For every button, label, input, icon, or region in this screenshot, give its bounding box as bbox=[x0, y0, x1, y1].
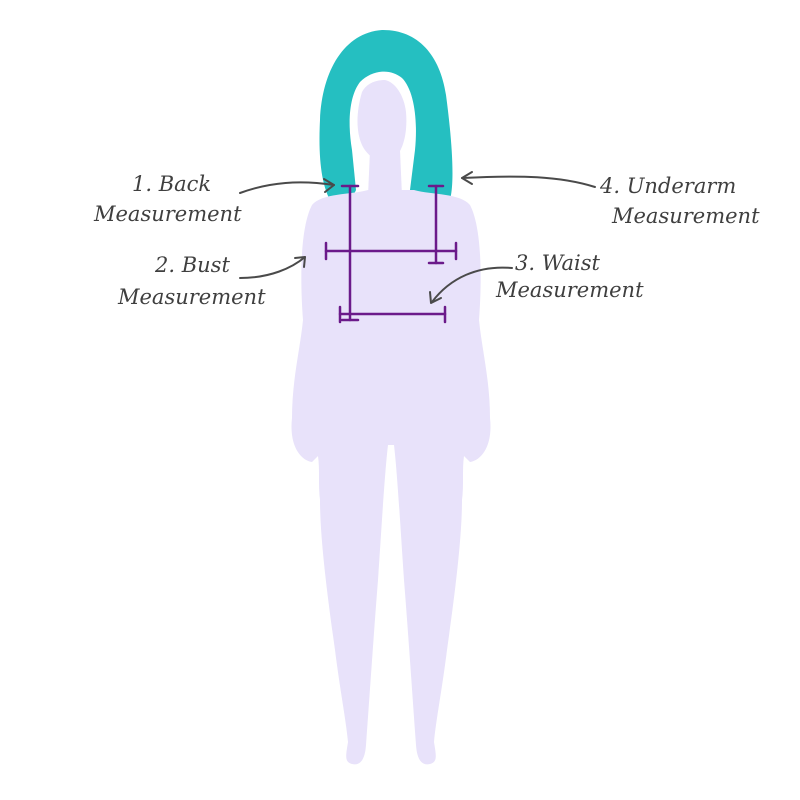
underarm-arrow bbox=[461, 171, 596, 188]
body-silhouette bbox=[291, 80, 491, 765]
back-arrow bbox=[239, 178, 335, 194]
waist-arrow bbox=[429, 266, 513, 304]
back-measure-line bbox=[340, 184, 360, 322]
underarm-label-line2: Measurement bbox=[611, 204, 760, 228]
measurement-lines bbox=[324, 184, 458, 324]
callout-labels: 1. Back Measurement 2. Bust Measurement … bbox=[93, 172, 760, 309]
bust-measure-line bbox=[324, 241, 458, 261]
waist-label-line2: Measurement bbox=[495, 278, 644, 302]
callout-arrows bbox=[239, 171, 596, 304]
bust-arrow bbox=[239, 256, 306, 279]
back-label-line2: Measurement bbox=[93, 202, 242, 226]
bust-label-line2: Measurement bbox=[117, 285, 266, 309]
bust-label-line1: 2. Bust bbox=[154, 253, 230, 277]
waist-measure-line bbox=[338, 305, 447, 324]
underarm-label-line1: 4. Underarm bbox=[599, 174, 736, 198]
back-label-line1: 1. Back bbox=[132, 172, 211, 196]
waist-label-line1: 3. Waist bbox=[515, 251, 600, 275]
hair bbox=[319, 30, 453, 214]
